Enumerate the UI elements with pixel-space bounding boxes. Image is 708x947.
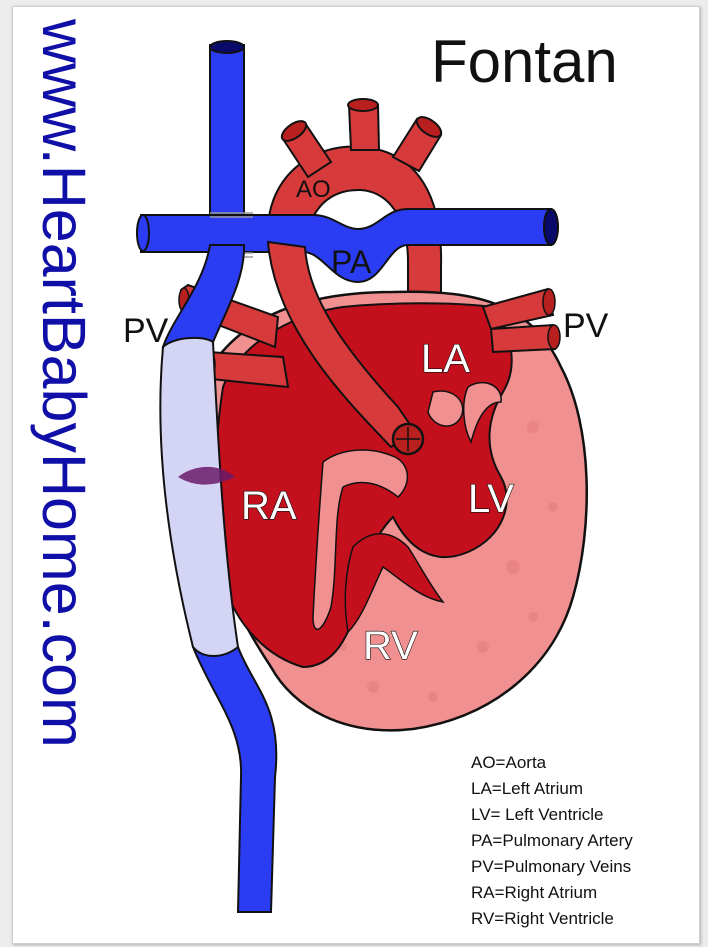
diagram-frame: www.HeartBabyHome.com Fontan AO PA [12,6,700,944]
legend: AO=Aorta LA=Left Atrium LV= Left Ventric… [471,753,633,928]
legend-item: AO=Aorta [471,753,547,772]
watermark-text: www.HeartBabyHome.com [30,18,98,748]
legend-item: RV=Right Ventricle [471,909,614,928]
fontan-heart-diagram: www.HeartBabyHome.com Fontan AO PA [13,7,699,943]
label-la: LA [421,337,470,381]
label-ra: RA [241,484,297,528]
diagram-title: Fontan [431,28,618,95]
label-pa: PA [331,244,372,280]
label-ao: AO [296,176,331,203]
legend-item: LA=Left Atrium [471,779,583,798]
pulmonary-veins-right [483,289,560,352]
legend-item: PV=Pulmonary Veins [471,857,631,876]
legend-item: LV= Left Ventricle [471,805,603,824]
label-pv-left: PV [123,312,169,350]
label-rv: RV [363,624,418,668]
legend-item: RA=Right Atrium [471,883,597,902]
legend-item: PA=Pulmonary Artery [471,831,633,850]
label-lv: LV [468,477,514,521]
label-pv-right: PV [563,307,609,345]
